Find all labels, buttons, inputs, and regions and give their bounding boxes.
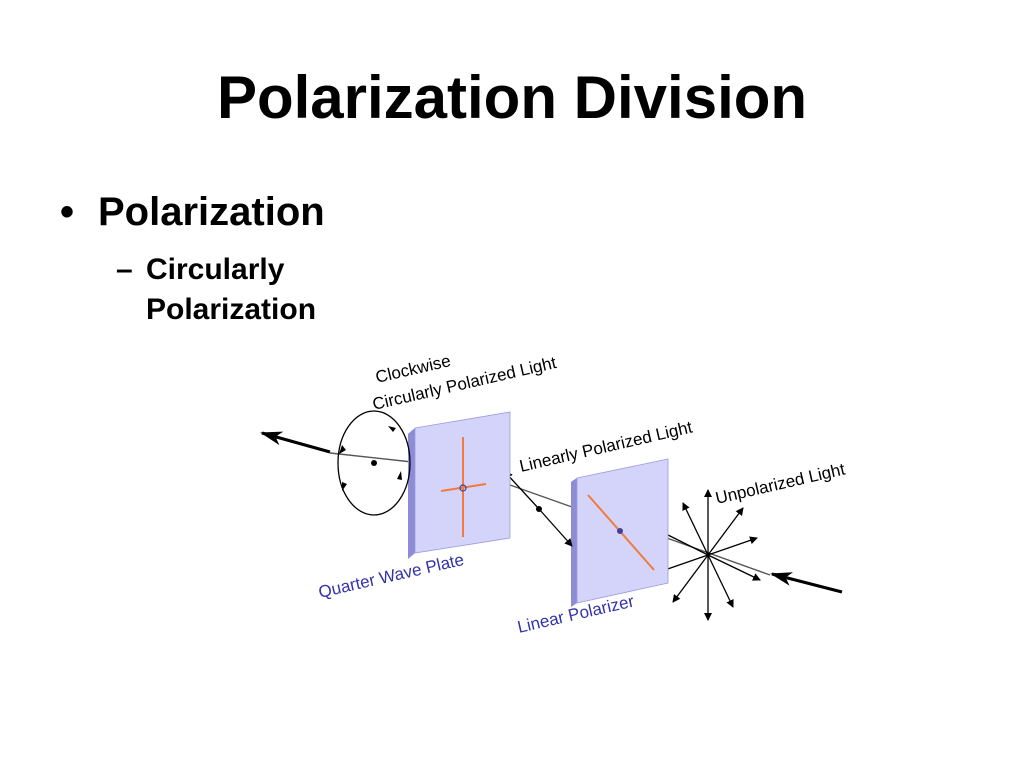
linear-polarizer-plate [571, 458, 669, 607]
outgoing-arrow [260, 431, 331, 454]
quarter-wave-plate [408, 411, 511, 559]
wave-plate-slow-axis [440, 483, 487, 492]
bullet-item: • Polarization [60, 188, 325, 236]
polarization-diagram: Clockwise Circularly Polarized Light Lin… [260, 351, 847, 637]
linear-polarization-arrow [504, 471, 573, 547]
label-unpolarized: Unpolarized Light [714, 460, 847, 508]
incoming-arrow [770, 572, 843, 594]
slide-title: Polarization Division [216, 64, 808, 131]
bullet-symbol: • [60, 190, 75, 234]
sub-bullet-text: Circularly Polarization [146, 253, 317, 326]
circular-polarization-loop [337, 410, 411, 516]
bullet-text: Polarization [98, 190, 325, 234]
sub-bullet-symbol: – [116, 253, 133, 286]
unpolarized-starburst [657, 489, 761, 621]
label-quarter-wave-plate: Quarter Wave Plate [317, 550, 466, 602]
